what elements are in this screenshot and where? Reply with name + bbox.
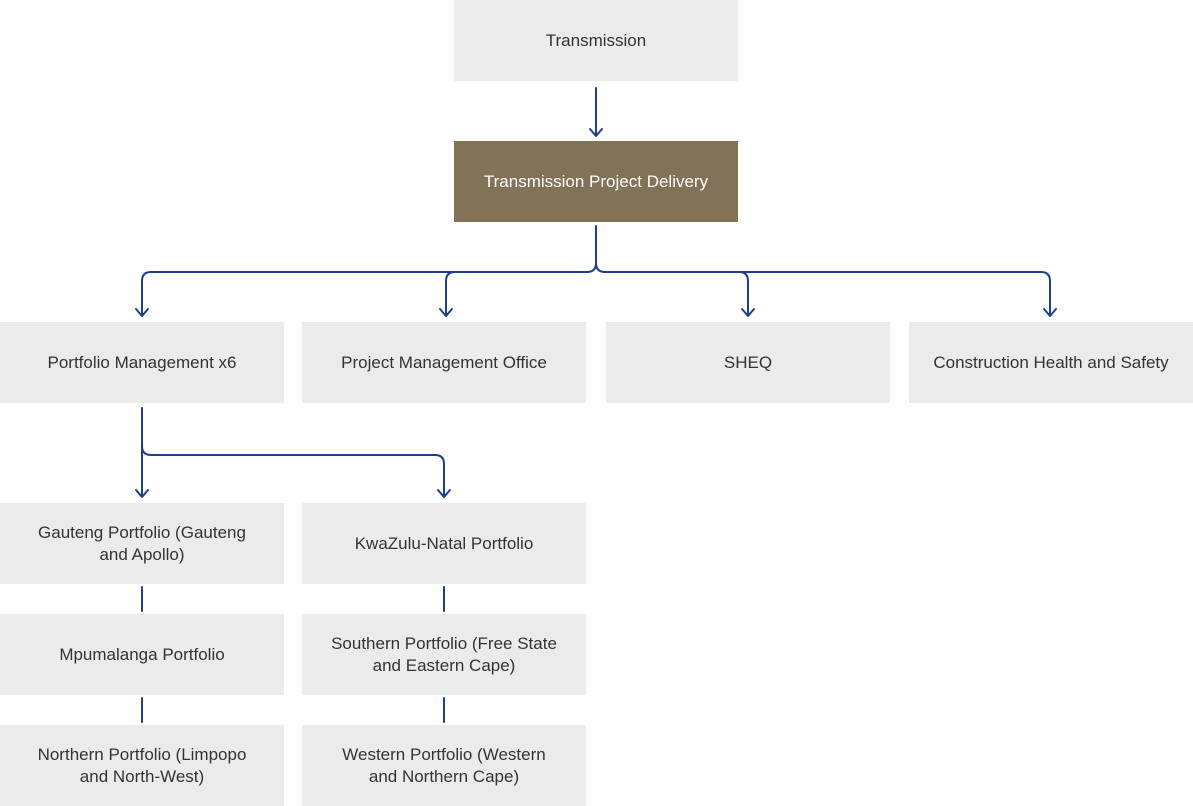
node-sheq: SHEQ — [606, 322, 890, 403]
node-label: Transmission Project Delivery — [483, 171, 709, 191]
connector-project-delivery-to-departments — [135, 225, 1057, 317]
node-label: Construction Health and Safety — [933, 352, 1169, 372]
node-transmission-project-delivery: Transmission Project Delivery — [454, 141, 738, 222]
node-kwazulu-natal-portfolio: KwaZulu-Natal Portfolio — [302, 503, 586, 584]
node-label: Southern Portfolio (Free State and Easte… — [331, 633, 557, 675]
connector-transmission-to-project-delivery — [589, 87, 603, 137]
node-northern-portfolio: Northern Portfolio (Limpopo and North-We… — [0, 725, 284, 806]
node-label: Western Portfolio (Western and Northern … — [342, 744, 546, 786]
node-label: Northern Portfolio (Limpopo and North-We… — [37, 744, 247, 786]
node-label: Gauteng Portfolio (Gauteng and Apollo) — [38, 522, 246, 564]
node-label: Portfolio Management x6 — [47, 352, 237, 372]
node-project-management-office: Project Management Office — [302, 322, 586, 403]
node-western-portfolio: Western Portfolio (Western and Northern … — [302, 725, 586, 806]
node-southern-portfolio: Southern Portfolio (Free State and Easte… — [302, 614, 586, 695]
connector-portfolio-to-regions — [135, 407, 451, 498]
node-transmission: Transmission — [454, 0, 738, 81]
node-label: SHEQ — [723, 352, 773, 372]
node-label: Mpumalanga Portfolio — [59, 644, 225, 664]
node-label: Transmission — [545, 30, 647, 50]
node-label: KwaZulu-Natal Portfolio — [354, 533, 534, 553]
node-portfolio-management: Portfolio Management x6 — [0, 322, 284, 403]
node-gauteng-portfolio: Gauteng Portfolio (Gauteng and Apollo) — [0, 503, 284, 584]
node-mpumalanga-portfolio: Mpumalanga Portfolio — [0, 614, 284, 695]
node-label: Project Management Office — [341, 352, 547, 372]
node-construction-health-safety: Construction Health and Safety — [909, 322, 1193, 403]
